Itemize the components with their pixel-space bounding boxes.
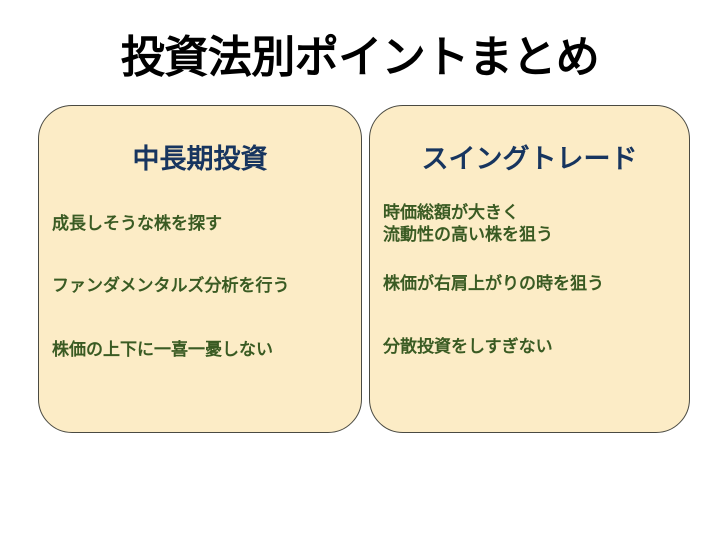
bullet-item: 成長しそうな株を探す <box>52 214 222 233</box>
card-swing-trade: スイングトレード 時価総額が大きく 流動性の高い株を狙う 株価が右肩上がりの時を… <box>369 105 690 433</box>
page-title: 投資法別ポイントまとめ <box>120 33 600 82</box>
bullet-item: 分散投資をしすぎない <box>383 337 553 357</box>
card-body-long-term: 成長しそうな株を探す ファンダメンタルズ分析を行う 株価の上下に一喜一憂しない <box>39 202 361 360</box>
bullet-item: 株価が右肩上がりの時を狙う <box>383 273 604 293</box>
card-heading-long-term: 中長期投資 <box>132 144 268 174</box>
bullet-item: ファンダメンタルズ分析を行う <box>52 275 290 295</box>
card-long-term-investment: 中長期投資 成長しそうな株を探す ファンダメンタルズ分析を行う 株価の上下に一喜… <box>38 105 362 433</box>
card-body-swing-trade: 時価総額が大きく 流動性の高い株を狙う 株価が右肩上がりの時を狙う 分散投資をし… <box>370 202 689 358</box>
bullet-item: 株価の上下に一喜一憂しない <box>52 339 273 359</box>
bullet-item: 時価総額が大きく 流動性の高い株を狙う <box>383 203 553 244</box>
card-heading-swing-trade: スイングトレード <box>421 144 638 174</box>
